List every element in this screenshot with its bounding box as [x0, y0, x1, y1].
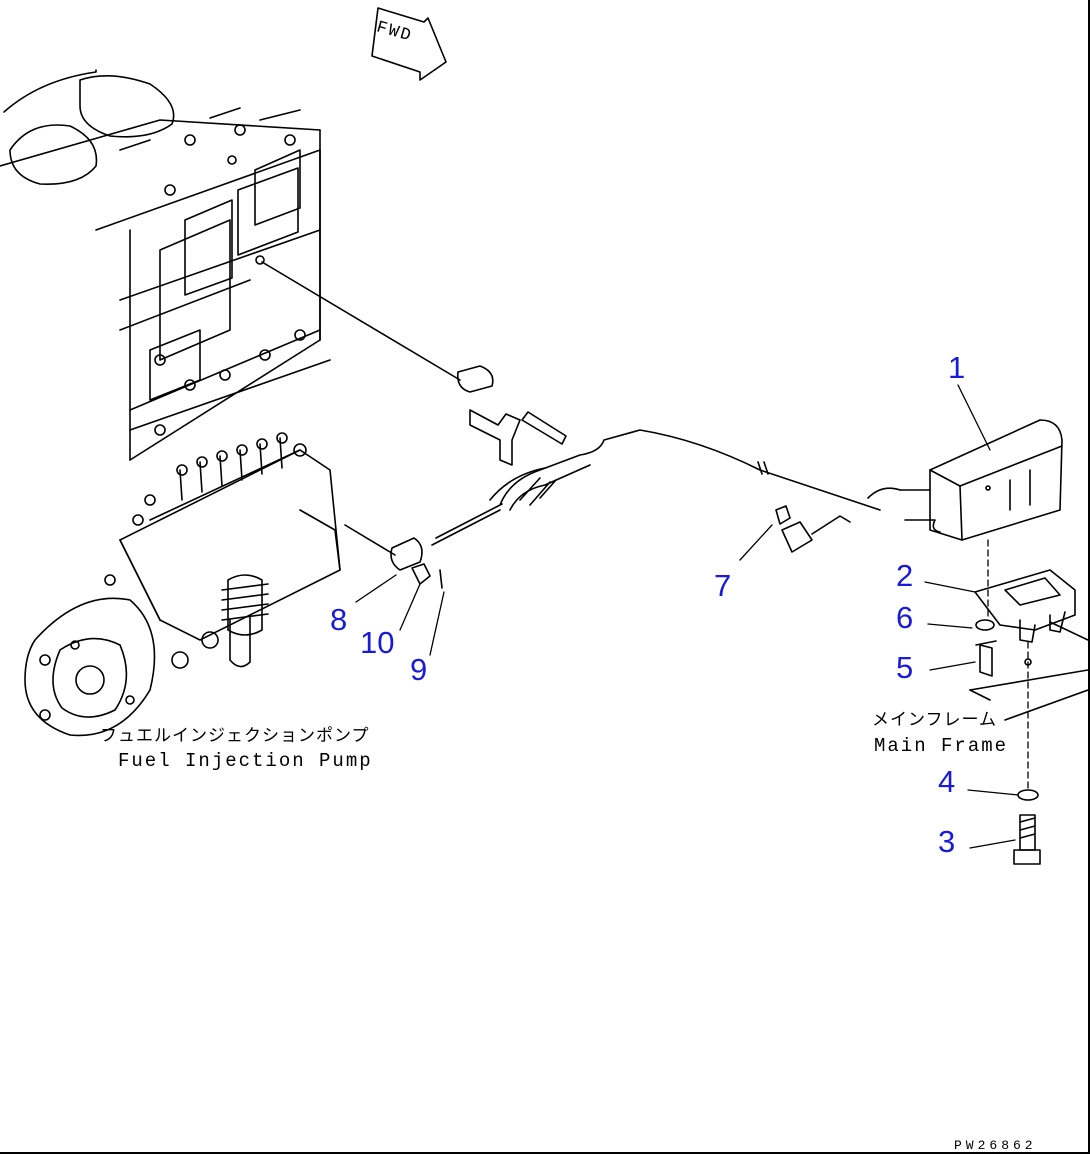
fwd-arrow-icon	[371, 7, 447, 81]
engine-block-drawing	[0, 69, 331, 461]
callout-2: 2	[896, 558, 914, 593]
callout-3: 3	[938, 824, 956, 859]
pump-label-jp: フュエルインジェクションポンプ	[100, 726, 370, 746]
leader-lines	[355, 384, 1029, 849]
callout-4: 4	[938, 764, 956, 799]
callout-8: 8	[330, 602, 348, 637]
bracket-drawing	[969, 569, 1088, 721]
frame-label-jp: メインフレーム	[872, 710, 997, 730]
callout-6: 6	[896, 600, 914, 635]
callout-1: 1	[948, 350, 966, 385]
throttle-cable-drawing	[261, 261, 901, 589]
callout-7: 7	[714, 568, 732, 603]
fuel-injection-pump-drawing	[24, 432, 341, 737]
controller-drawing	[899, 419, 1063, 541]
drawing-code: PW26862	[954, 1138, 1037, 1153]
callout-5: 5	[896, 650, 914, 685]
callout-10: 10	[360, 625, 395, 660]
callout-9: 9	[410, 652, 428, 687]
frame-label-en: Main Frame	[874, 735, 1009, 757]
pump-label-en: Fuel Injection Pump	[118, 750, 373, 772]
